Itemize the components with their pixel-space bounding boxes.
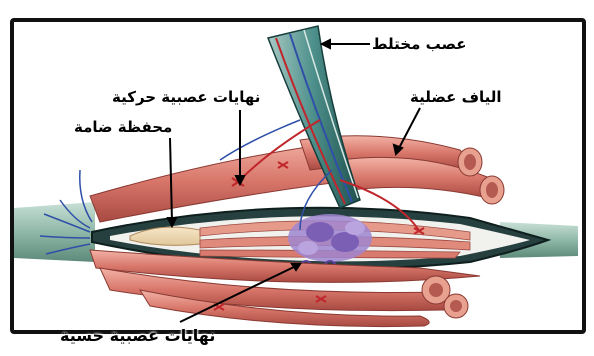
- mixed-nerve-trunk: [220, 26, 420, 232]
- sensory-endings-label: نهايات عصبية حسية: [60, 326, 215, 345]
- mixed-nerve-label: عصب مختلط: [372, 35, 467, 53]
- connective-capsule-label: محفظة ضامة: [74, 118, 172, 136]
- left-tendon: [14, 202, 95, 262]
- motor-endings-label: نهايات عصبية حركية: [112, 88, 260, 106]
- muscle-fibers-label: الياف عضلية: [410, 88, 502, 106]
